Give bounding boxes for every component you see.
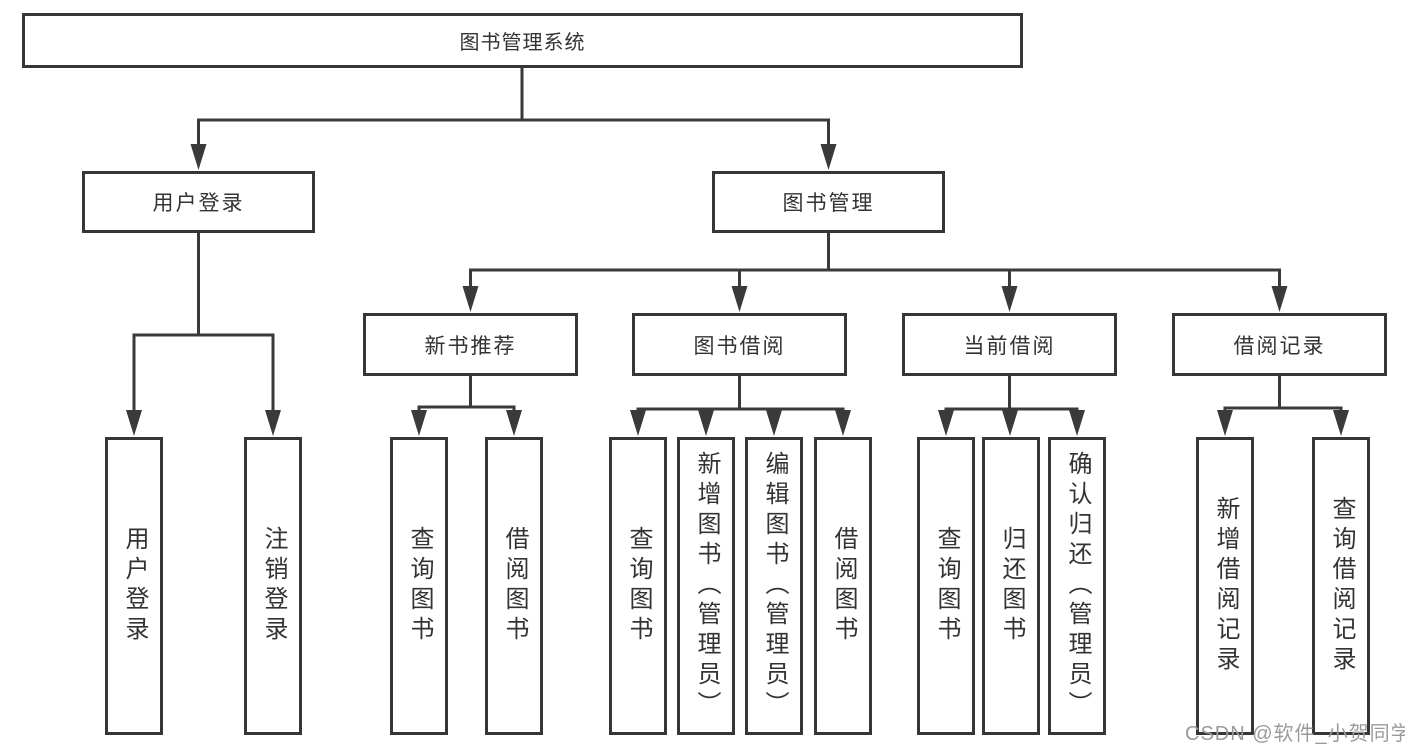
arrowhead: [462, 286, 479, 312]
arrowhead: [938, 410, 954, 436]
arrowhead: [1333, 410, 1349, 436]
arrowhead: [506, 410, 522, 436]
arrowhead: [190, 144, 207, 170]
connector-user-login: [132, 233, 275, 416]
leaf-add-borrow-record: 新增借阅记录: [1196, 437, 1254, 735]
connector-new-book: [417, 376, 516, 416]
arrowhead: [1002, 410, 1018, 436]
arrowhead: [766, 410, 782, 436]
leaf-query-books-recommend: 查询图书: [390, 437, 448, 735]
node-book-borrow: 图书借阅: [632, 313, 847, 376]
arrowhead: [698, 410, 714, 436]
leaf-query-books-current: 查询图书: [917, 437, 975, 735]
leaf-user-login: 用户登录: [105, 437, 163, 735]
arrowhead: [265, 410, 281, 436]
leaf-confirm-return-admin: 确认归还（管理员）: [1048, 437, 1106, 735]
arrowhead: [411, 410, 427, 436]
arrowhead: [1001, 286, 1018, 312]
leaf-edit-book-admin: 编辑图书（管理员）: [745, 437, 803, 735]
node-root-system: 图书管理系统: [22, 13, 1023, 68]
node-current-borrow: 当前借阅: [902, 313, 1117, 376]
leaf-logout: 注销登录: [244, 437, 302, 735]
leaf-query-borrow-record: 查询借阅记录: [1312, 437, 1370, 735]
arrowhead: [630, 410, 646, 436]
arrowhead: [1069, 410, 1085, 436]
leaf-query-books-borrow: 查询图书: [609, 437, 667, 735]
leaf-add-book-admin: 新增图书（管理员）: [677, 437, 735, 735]
connector-book-mgmt: [469, 233, 1281, 292]
arrowhead: [126, 410, 142, 436]
arrowhead: [820, 144, 837, 170]
connector-root: [197, 68, 830, 150]
connector-borrow-records: [1223, 376, 1343, 416]
arrowhead: [1271, 286, 1288, 312]
node-borrow-records: 借阅记录: [1172, 313, 1387, 376]
arrowhead: [835, 410, 851, 436]
arrowhead: [1217, 410, 1233, 436]
leaf-borrow-book-recommend: 借阅图书: [485, 437, 543, 735]
leaf-return-book: 归还图书: [982, 437, 1040, 735]
arrowhead: [731, 286, 748, 312]
node-new-book-recommend: 新书推荐: [363, 313, 578, 376]
node-user-login: 用户登录: [82, 171, 315, 233]
connector-book-borrow: [636, 376, 845, 416]
leaf-borrow-book: 借阅图书: [814, 437, 872, 735]
node-book-management: 图书管理: [712, 171, 945, 233]
csdn-watermark: CSDN @软件_小贺同学: [1185, 723, 1405, 745]
